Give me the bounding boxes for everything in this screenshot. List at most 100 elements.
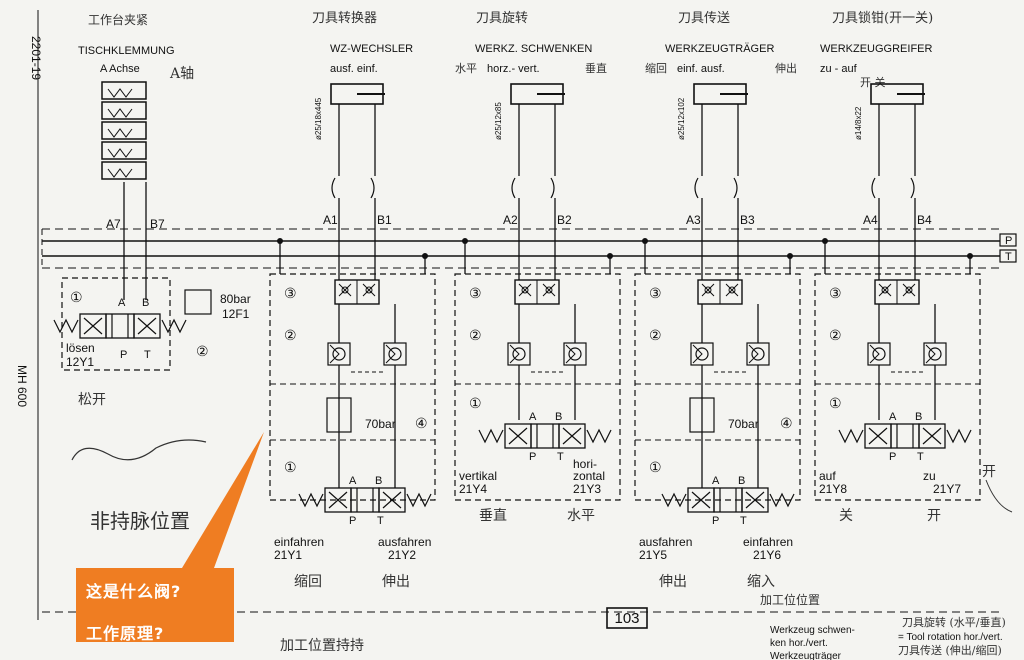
sec2-subtitle: ausf. einf. <box>330 63 378 75</box>
sec3-hw-title: 刀具旋转 <box>476 11 528 26</box>
port-a7: A7 <box>106 217 121 231</box>
sec3-valve-left-code: 21Y4 <box>459 482 487 496</box>
sec4-double-check-valve <box>697 279 743 305</box>
sec3-hw-sub-left: 水平 <box>455 62 477 75</box>
sec3-valve-port-a: A <box>529 411 537 423</box>
sec4-hw-right: 缩入 <box>747 574 775 590</box>
clamp-cylinder-5 <box>101 161 147 180</box>
sec2-valve-left-label: einfahren <box>274 535 324 549</box>
sec4-title: WERKZEUGTRÄGER <box>665 43 774 55</box>
sec3-num-3: ③ <box>469 285 482 301</box>
sec3-t-junction <box>607 253 613 259</box>
sec5-title: WERKZEUGGREIFER <box>820 43 933 55</box>
port-b7: B7 <box>150 217 165 231</box>
tank-line-label: T <box>1005 251 1012 263</box>
sec4-valve-port-t: T <box>740 515 747 527</box>
sec2-num-4: ④ <box>415 415 428 431</box>
sec2-hw-right: 伸出 <box>382 574 410 590</box>
label-clamp-valve: lösen <box>66 341 95 355</box>
sec3-double-check-valve <box>514 279 560 305</box>
sec5-hw-right: 开 <box>927 508 941 524</box>
hw-brace-note: 非持脉位置 <box>90 509 190 533</box>
sec2-valve-left-code: 21Y1 <box>274 548 302 562</box>
sec4-hose-couplings <box>694 177 738 199</box>
sec5-num-1: ① <box>829 395 842 411</box>
sec3-valve-left-label: vertikal <box>459 469 497 483</box>
port-a-clamp: A <box>118 297 126 309</box>
sec3-valve-right-label: hori- <box>573 457 597 471</box>
sec4-valve-left-code: 21Y5 <box>639 548 667 562</box>
clamp-cylinder-2 <box>101 101 147 120</box>
sec2-double-check-valve <box>334 279 380 305</box>
sec5-valve-port-b: B <box>915 411 922 423</box>
sec5-hw-sub: 开 关 <box>860 75 886 89</box>
sec5-directional-valve <box>838 423 972 449</box>
pressure-code: 12F1 <box>222 307 250 321</box>
sec5-cylinder-size: ø14/8x22 <box>854 106 863 140</box>
sec2-control-block-frame <box>269 273 436 501</box>
hw-bottom-note: 加工位置持持 <box>280 638 364 654</box>
sec5-subtitle: zu - auf <box>820 63 858 75</box>
sec4-port-b: B3 <box>740 213 755 227</box>
sec5-num-2: ② <box>829 327 842 343</box>
sec3-cylinder-size: ø25/12x85 <box>494 102 503 140</box>
sec2-valve-port-b: B <box>375 475 382 487</box>
page-ref: 103 <box>614 610 639 627</box>
sec5-valve-port-p: P <box>889 451 896 463</box>
port-t-clamp: T <box>144 349 151 361</box>
clamp-cylinder-3 <box>101 121 147 140</box>
sec2-check-valve-b <box>383 342 407 366</box>
sec4-hw-left: 伸出 <box>659 574 687 590</box>
clamp-directional-valve <box>53 313 187 339</box>
num-clamp-valve: ① <box>70 289 83 305</box>
clamp-cylinder-1 <box>101 81 147 100</box>
port-p-clamp: P <box>120 349 127 361</box>
sec4-t-junction <box>787 253 793 259</box>
sec2-check-valve-a <box>327 342 351 366</box>
clamp-spring-5 <box>107 168 133 178</box>
sec3-valve-port-p: P <box>529 451 536 463</box>
sec4-hw-sub-right: 伸出 <box>775 61 797 75</box>
machine-model-label: MH 600 <box>15 365 29 407</box>
hw-a-axis: A轴 <box>169 66 194 82</box>
sec3-control-block-frame <box>454 273 621 501</box>
sec4-valve-left-label: ausfahren <box>639 535 692 549</box>
sec4-control-block-frame <box>634 273 801 501</box>
hw-right-open: 开 <box>982 464 996 480</box>
sec2-hw-title: 刀具转换器 <box>312 11 377 26</box>
sec2-valve-right-code: 21Y2 <box>388 548 416 562</box>
sec2-port-b: B1 <box>377 213 392 227</box>
sec4-valve-port-b: B <box>738 475 745 487</box>
p-line-label: P <box>1005 235 1012 247</box>
sec4-valve-right-code: 21Y6 <box>753 548 781 562</box>
callout-box <box>76 432 264 642</box>
sec2-hw-left: 缩回 <box>294 574 322 590</box>
legend-de-3: Werkzeugträger <box>770 651 842 660</box>
clamp-spring-3 <box>107 128 133 138</box>
legend-en: = Tool rotation hor./vert. <box>898 632 1003 643</box>
sec4-num-1: ① <box>649 459 662 475</box>
sec3-hw-sub-right: 垂直 <box>585 61 607 75</box>
sec2-num-3: ③ <box>284 285 297 301</box>
clamp-valve-frame <box>61 277 171 371</box>
clamp-cylinder-4 <box>101 141 147 160</box>
legend-de-1: Werkzeug schwen- <box>770 625 855 636</box>
sec4-p-junction <box>642 238 648 244</box>
hw-transfer-position: 加工位位置 <box>760 592 820 607</box>
sec4-hw-title: 刀具传送 <box>678 11 730 26</box>
sec2-port-a: A1 <box>323 213 338 227</box>
sec4-cylinder-size: ø25/12x102 <box>677 97 686 140</box>
sec5-p-junction <box>822 238 828 244</box>
sec5-check-valve-a <box>867 342 891 366</box>
sec3-valve-right-label2: zontal <box>573 469 605 483</box>
sec5-check-valve-b <box>923 342 947 366</box>
sec4-valve-port-p: P <box>712 515 719 527</box>
sec3-hw-left: 垂直 <box>479 507 507 524</box>
callout-question-2: 工作原理? <box>86 624 165 643</box>
sec5-double-check-valve <box>874 279 920 305</box>
sec4-hw-sub-left: 缩回 <box>645 62 667 75</box>
sec5-port-b: B4 <box>917 213 932 227</box>
sec2-valve-port-p: P <box>349 515 356 527</box>
sec4-valve-port-a: A <box>712 475 720 487</box>
